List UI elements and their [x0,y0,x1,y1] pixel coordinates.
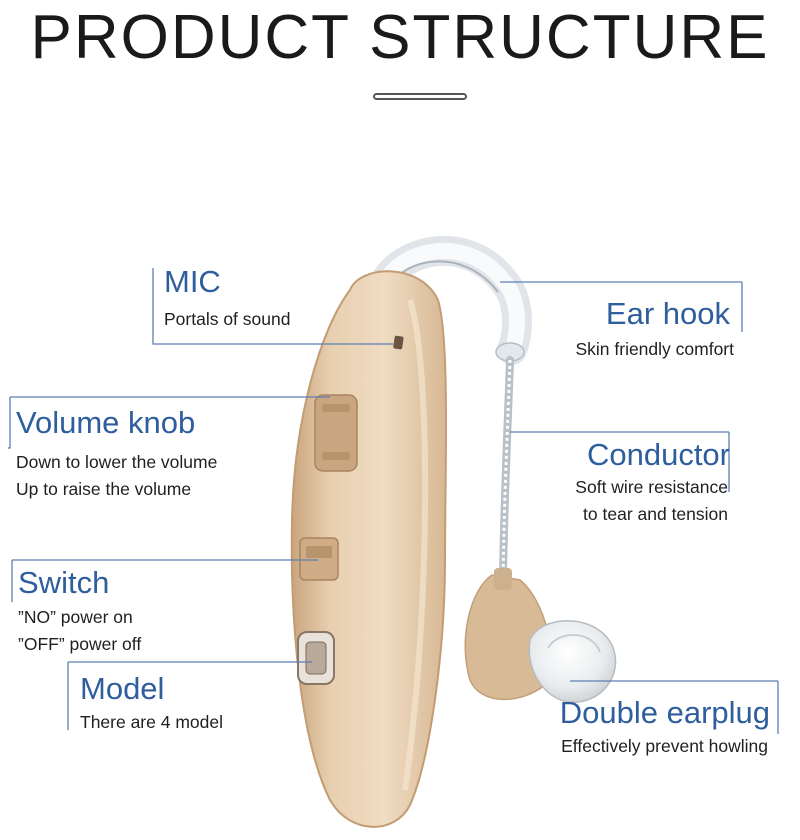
earplug-title: Double earplug [559,695,770,730]
mic-title: MIC [164,264,221,299]
device-body [290,270,448,828]
title-divider [373,93,467,100]
volume-bracket-line [8,397,11,449]
conductor-title: Conductor [586,437,730,472]
earhook-title: Ear hook [605,296,730,331]
volume-desc-2: Up to raise the volume [16,479,192,499]
earplug-desc: Effectively prevent howling [561,736,768,756]
mic-desc: Portals of sound [164,309,291,329]
switch-title: Switch [18,565,110,600]
conductor-desc-2: to tear and tension [583,504,728,524]
model-desc: There are 4 model [80,712,223,732]
earhook-desc: Skin friendly comfort [575,339,734,359]
switch-desc-2: ”OFF” power off [18,634,142,654]
conductor-desc-1: Soft wire resistance [575,477,728,497]
volume-title: Volume knob [16,405,196,440]
mic-leader-line [152,268,395,345]
leader-lines [8,268,779,734]
page-title: PRODUCT STRUCTURE [30,3,770,72]
conductor-wire [499,356,514,584]
earpiece [464,568,617,703]
volume-desc-1: Down to lower the volume [16,452,218,472]
ear-hook-shape [363,236,532,365]
model-title: Model [80,671,165,706]
switch-desc-1: ”NO” power on [18,607,133,627]
